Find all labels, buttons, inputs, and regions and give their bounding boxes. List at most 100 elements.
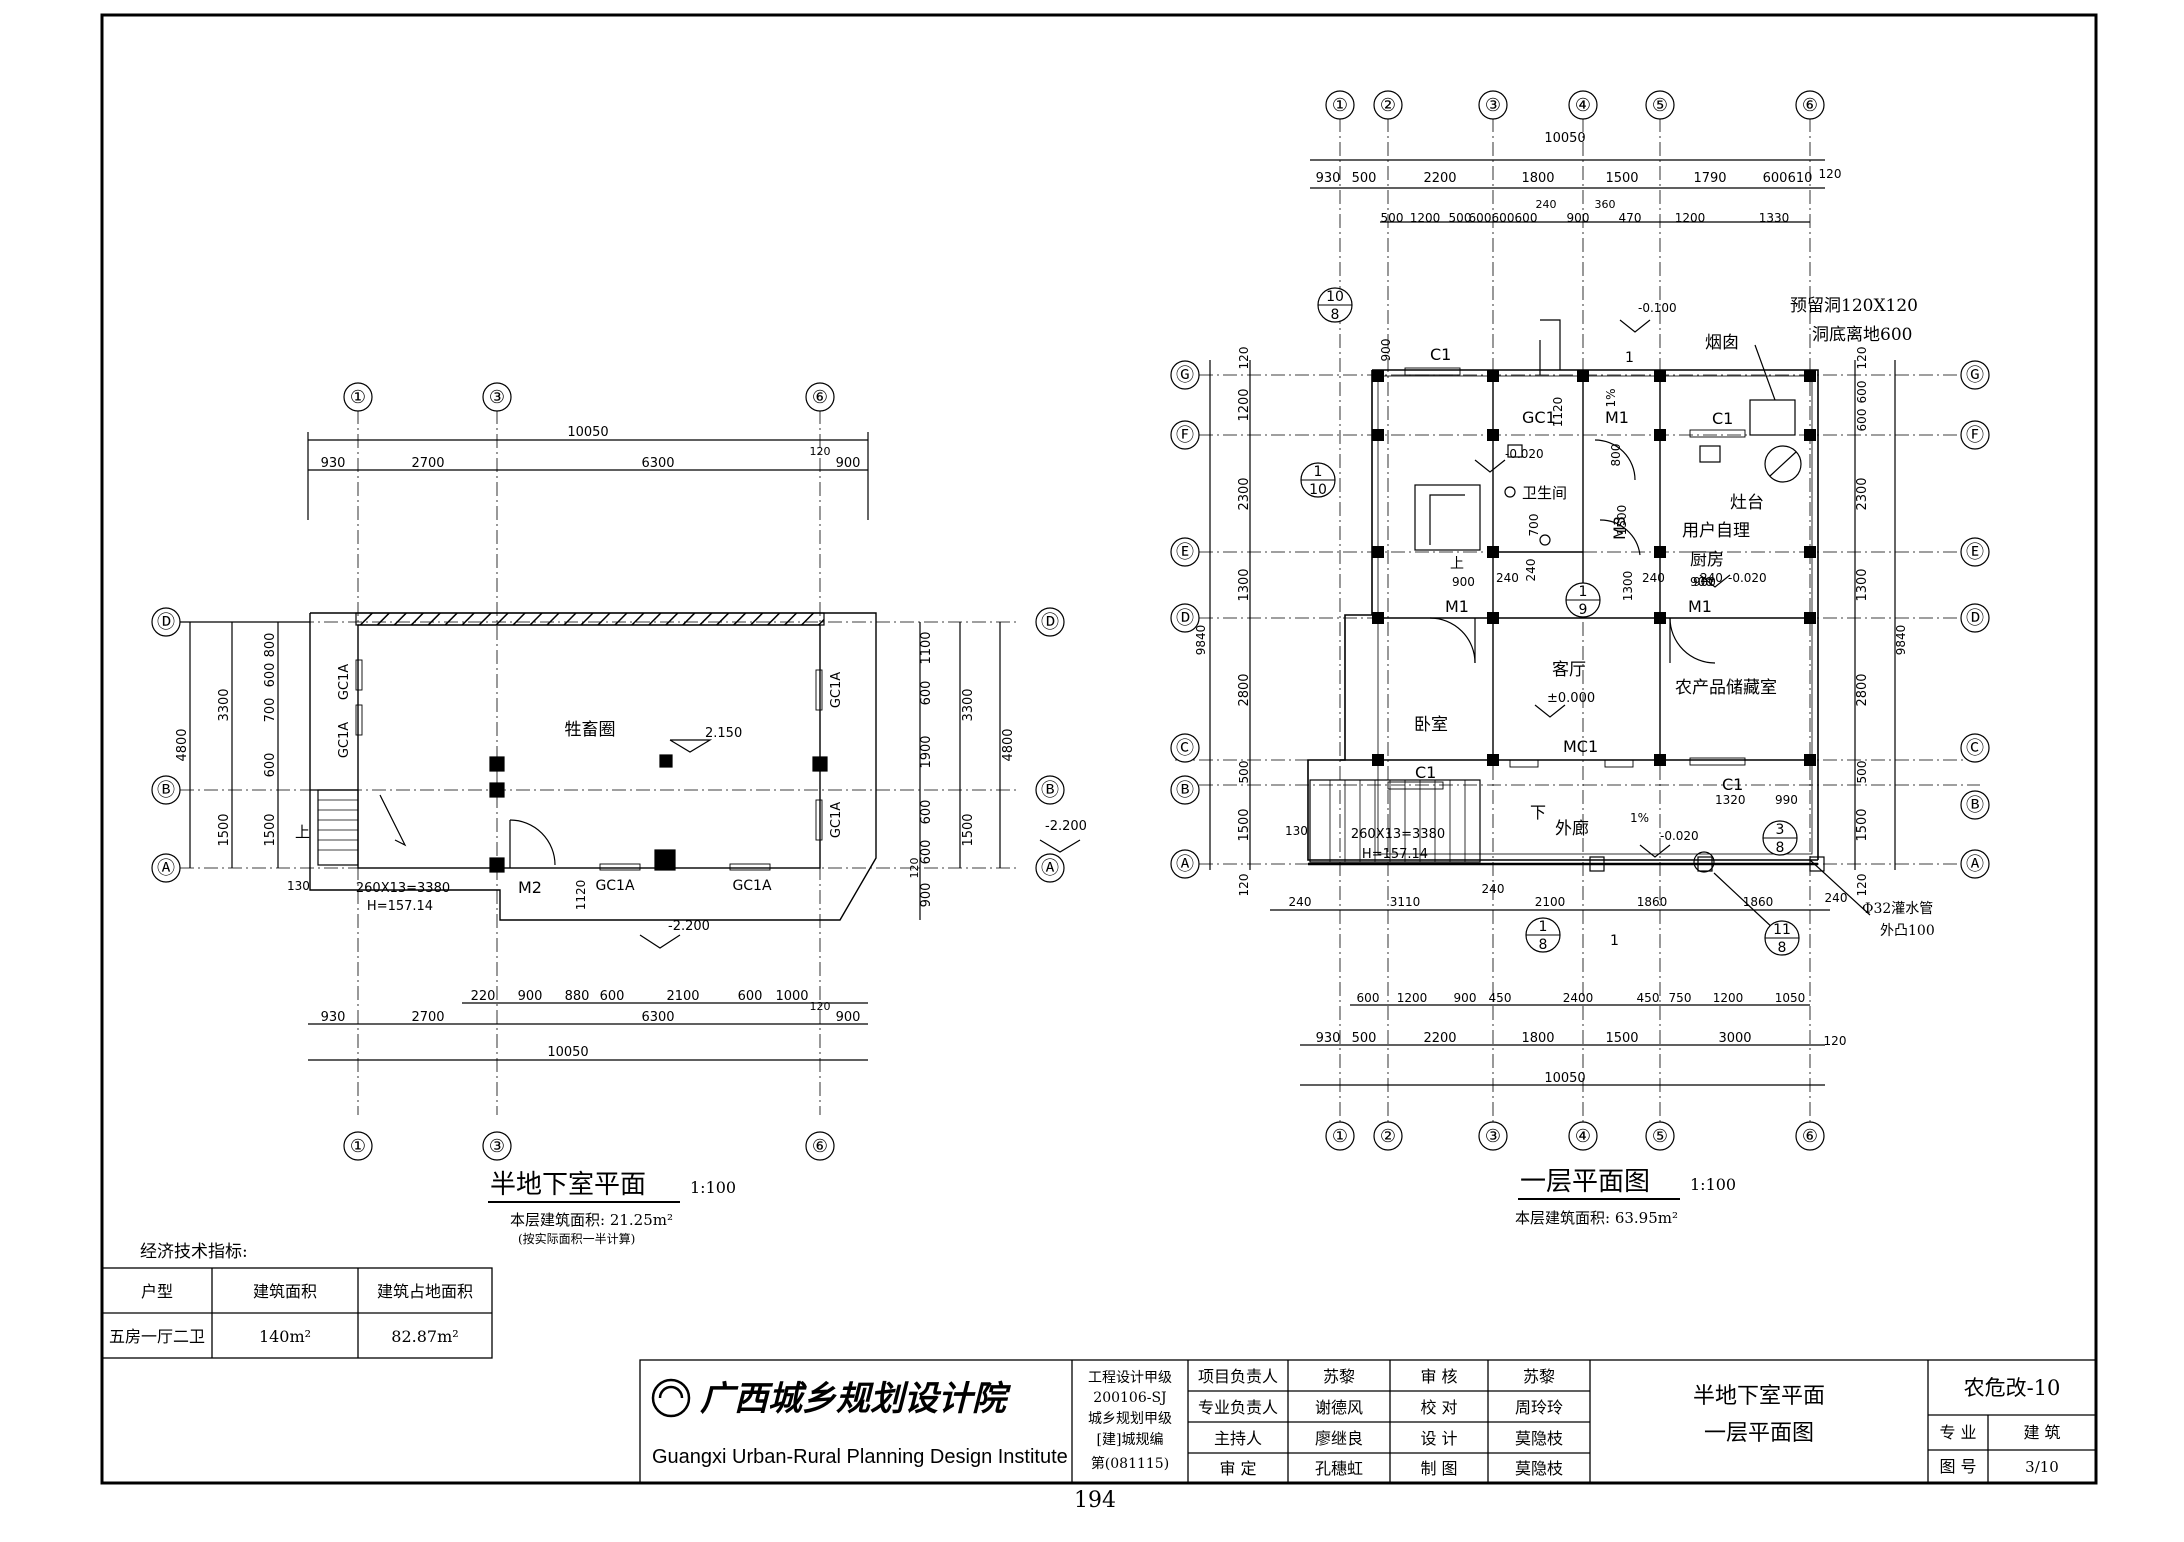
callout-0-den: 8 [1331, 307, 1340, 323]
bsm-axis-bot-3: ③ [489, 1136, 505, 1157]
gnd-axis-bot-6: ⑥ [1802, 1126, 1818, 1147]
gnd-hole-note2: 洞底离地600 [1812, 325, 1912, 345]
callout-1-den: 10 [1309, 482, 1327, 498]
bsm-dim-bd-2: 880 [565, 989, 590, 1004]
gnd-dim-bot-0: 930 [1316, 1031, 1341, 1046]
gnd-axis-top-4: ④ [1575, 95, 1591, 116]
role-name-1: 谢德风 [1315, 1398, 1363, 1417]
gnd-dim-bot-6: 120 [1824, 1034, 1847, 1048]
callout-4-den: 8 [1539, 937, 1548, 953]
bsm-axis-top-3: ③ [489, 387, 505, 408]
econ-header-1: 建筑面积 [253, 1282, 317, 1301]
bsm-dim-ld-2: 700 [263, 698, 278, 723]
bsm-dim-rd-5: 900 [919, 883, 934, 908]
bsm-door: M2 [518, 878, 542, 897]
callout-1-num: 1 [1314, 464, 1323, 480]
gnd-axis-left-C: Ⓒ [1176, 738, 1194, 759]
bsm-dim-bd-3: 600 [600, 989, 625, 1004]
gnd-axis-left-G: Ⓖ [1176, 365, 1194, 386]
gnd-dim-bd1-5: 1860 [1743, 895, 1774, 909]
role-1: 专业负责人 [1198, 1398, 1278, 1417]
callout-5-den: 8 [1778, 940, 1787, 956]
bsm-axis-bot-6: ⑥ [812, 1136, 828, 1157]
gnd-axis-right-A: Ⓐ [1966, 854, 1984, 875]
bsm-dim-bd-6: 1000 [775, 989, 808, 1004]
gnd-dim-td-2: 500 [1449, 211, 1472, 225]
gnd-room-kitchen: 用户自理 [1682, 521, 1750, 541]
gnd-dim-right-4: 1300 [1855, 568, 1870, 601]
gnd-idim-12: 1320 [1715, 793, 1746, 807]
bsm-dim-rd-3: 600 [919, 800, 934, 825]
check-2: 设 计 [1420, 1429, 1457, 1448]
title-block-texts: 广西城乡规划设计院 Guangxi Urban-Rural Planning D… [652, 1367, 2061, 1478]
gnd-down-label: 下 [1530, 803, 1546, 822]
ground-texts: ① ② ③ ④ ⑤ ⑥ ① ② ③ ④ ⑤ ⑥ Ⓖ Ⓕ Ⓔ Ⓓ Ⓒ Ⓑ Ⓐ Ⓖ … [1176, 95, 1984, 1227]
institute-en: Guangxi Urban-Rural Planning Design Inst… [652, 1446, 1068, 1468]
bsm-dim-right-a: 3300 [961, 688, 976, 721]
cert-line-2: 城乡规划甲级 [1088, 1411, 1172, 1427]
gnd-room-living: 客厅 [1552, 660, 1586, 680]
gnd-dim-td-8: 360 [1595, 198, 1616, 211]
bsm-stair-note: 260X13=3380 [356, 881, 450, 896]
econ-header-2: 建筑占地面积 [377, 1282, 473, 1301]
bsm-win-6: GC1A [732, 878, 772, 894]
bsm-axis-left-D: Ⓓ [157, 612, 175, 633]
bsm-dim-ld-4: 1500 [263, 813, 278, 846]
bsm-area-sub: (按实际面积一半计算) [518, 1231, 635, 1246]
gnd-axis-left-F: Ⓕ [1176, 425, 1194, 446]
gnd-dim-left-1: 1200 [1237, 388, 1252, 421]
cert-line-3: [建]城规编 [1097, 1432, 1164, 1448]
sheet-no: 3/10 [2025, 1458, 2059, 1476]
gnd-level-2: -0.020 [1505, 447, 1544, 461]
gnd-dim-td-3: 600 [1469, 211, 1492, 225]
gnd-door-4: MC1 [1563, 737, 1598, 756]
bsm-up-label: 上 [295, 823, 310, 841]
role-name-2: 廖继良 [1315, 1429, 1363, 1448]
gnd-idim-9: 1300 [1621, 571, 1635, 602]
bsm-dim-bd-0: 220 [471, 989, 496, 1004]
gnd-axis-right-C: Ⓒ [1966, 738, 1984, 759]
gnd-dim-td-5: 600 [1515, 211, 1538, 225]
gnd-axis-left-E: Ⓔ [1176, 542, 1194, 563]
gnd-axis-right-B: Ⓑ [1966, 795, 1984, 816]
role-2: 主持人 [1214, 1429, 1262, 1448]
gnd-dim-left-2: 2300 [1237, 477, 1252, 510]
check-name-2: 莫隐枝 [1515, 1429, 1563, 1448]
gnd-room-kitchen2: 厨房 [1690, 550, 1724, 570]
bsm-axis-right-A: Ⓐ [1041, 858, 1059, 879]
bsm-scale: 1:100 [690, 1178, 736, 1197]
gnd-idim-2: 900 [1693, 575, 1716, 589]
gnd-dim-bd1-4: 1860 [1637, 895, 1668, 909]
callout-2-den: 9 [1579, 602, 1588, 618]
bsm-area-note: 本层建筑面积: 21.25m² [510, 1211, 673, 1229]
bsm-room-label: 牲畜圈 [565, 720, 616, 740]
gnd-dim-top-8: 120 [1819, 167, 1842, 181]
gnd-dim-top-1: 500 [1352, 171, 1377, 186]
gnd-dim-bd2-5: 450 [1637, 991, 1660, 1005]
bsm-stair-height: H=157.14 [367, 899, 433, 914]
gnd-dim-top-4: 1500 [1605, 171, 1638, 186]
gnd-dim-right-8: 120 [1855, 874, 1869, 897]
gnd-pipe-note: Φ32灌水管 [1862, 901, 1933, 917]
bsm-win-2: GC1A [337, 722, 352, 758]
gnd-idim-13: 990 [1775, 793, 1798, 807]
gnd-idim-7: 240 [1496, 571, 1519, 585]
gnd-dim-bot-5: 3000 [1718, 1031, 1751, 1046]
gnd-win-3: C1 [1722, 775, 1743, 794]
bsm-win-1: GC1A [337, 664, 352, 700]
bsm-dim-top-c: 6300 [641, 456, 674, 471]
role-3: 审 定 [1219, 1459, 1256, 1478]
bsm-dim-bd-1: 900 [518, 989, 543, 1004]
gnd-axis-top-1: ① [1332, 95, 1348, 116]
bsm-win-5: GC1A [595, 878, 635, 894]
gnd-dim-left-6: 1500 [1237, 808, 1252, 841]
gnd-axis-right-F: Ⓕ [1966, 425, 1984, 446]
gnd-idim-3: 1120 [1551, 397, 1565, 428]
gnd-dim-td-9: 470 [1619, 211, 1642, 225]
bsm-dim-130: 130 [287, 879, 310, 893]
gnd-dim-bd2-1: 1200 [1397, 991, 1428, 1005]
gnd-idim-6: 1500 [1615, 505, 1629, 536]
gnd-dim-left-5: 500 [1237, 761, 1251, 784]
callout-4-num: 1 [1539, 919, 1548, 935]
